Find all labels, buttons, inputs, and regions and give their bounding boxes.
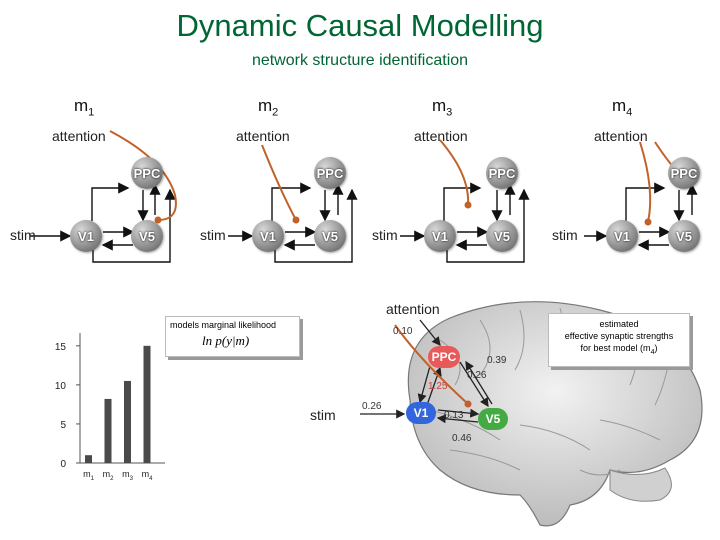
model-3-label: m3 [432,96,453,119]
best-model-stim-label: stim [310,407,336,423]
page-subtitle: network structure identification [251,52,469,69]
y-tick-label: 5 [60,420,66,431]
model-4-stim-label: stim [552,227,578,243]
best-model-attention-label: attention [386,301,440,317]
model-1-ppc-node: PPC [131,157,163,189]
model-1-v5-node: V5 [131,220,163,252]
model-4-attention-label: attention [594,128,648,144]
model-2-ppc-node: PPC [314,157,346,189]
y-tick-label: 10 [55,381,67,392]
y-tick-label: 0 [60,459,66,470]
bar-m4 [143,345,151,463]
param-ppc-v5: 0.39 [487,355,507,366]
model-3-arrows [400,182,530,263]
model-2-v5-node: V5 [314,220,346,252]
model-3-attention-label: attention [414,128,468,144]
bar-m1 [85,455,92,463]
best-attention-arrow [419,319,441,347]
best-v5-v1-arrow [436,414,479,424]
bar-m2 [104,398,112,463]
page-title: Dynamic Causal Modelling [176,8,544,43]
marginal-likelihood-label: models marginal likelihood [170,320,277,330]
best-ppc-node: PPC [428,346,460,368]
best-v1-node: V1 [406,402,436,424]
marginal-likelihood-formula: ln p(y|m) [202,333,250,348]
model-2-label: m2 [258,96,279,119]
model-3-stim-label: stim [372,227,398,243]
model-2-arrows [228,182,358,263]
best-v1-v5-arrow [437,408,480,418]
param-v5-v1: 0.46 [452,433,472,444]
param-attention: 0.10 [393,326,413,337]
best-v5-node: V5 [478,408,508,430]
model-2-modulation [261,144,297,221]
model-1-attention-label: attention [52,128,106,144]
estimated-strengths-line2: effective synaptic strengths [564,331,674,341]
estimated-strengths-box: estimated effective synaptic strengths f… [548,313,690,367]
best-ppc-v1-arrow [417,365,431,404]
bar-m3 [124,380,131,463]
best-ppc-v5-arrow [459,361,489,408]
model-1-label: m1 [74,96,95,119]
model-3-ppc-node: PPC [486,157,518,189]
param-v5-ppc: 0.26 [467,370,487,381]
model-4-ppc-node: PPC [668,157,700,189]
model-4-modulation-b [639,141,652,223]
model-4-v1-node: V1 [606,220,638,252]
model-1-stim-label: stim [10,227,36,243]
x-tick-label: m2 [103,469,115,482]
model-4-label: m4 [612,96,633,119]
model-1-v1-node: V1 [70,220,102,252]
model-2-attention-label: attention [236,128,290,144]
best-v5-ppc-arrow [465,360,493,405]
param-stim: 0.26 [362,401,382,412]
param-v1-ppc: 1.25 [428,381,448,392]
y-tick-label: 15 [55,342,67,353]
model-2-stim-label: stim [200,227,226,243]
model-3-v5-node: V5 [486,220,518,252]
model-1-modulation [109,130,177,221]
x-tick-label: m3 [122,469,134,482]
estimated-strengths-line1: estimated [599,319,639,329]
param-v1-v5: 0.13 [444,410,464,421]
model-4-arrows [584,182,698,251]
model-4-v5-node: V5 [668,220,700,252]
x-tick-label: m4 [142,469,154,482]
estimated-strengths-line3: for best model (m4) [580,343,658,356]
best-modulation-arrow [394,324,469,405]
marginal-likelihood-box: models marginal likelihood ln p(y|m) [165,316,300,357]
model-2-v1-node: V1 [252,220,284,252]
x-tick-label: m1 [83,469,95,482]
model-3-v1-node: V1 [424,220,456,252]
model-1-arrows [30,182,176,263]
model-3-modulation [439,139,470,206]
